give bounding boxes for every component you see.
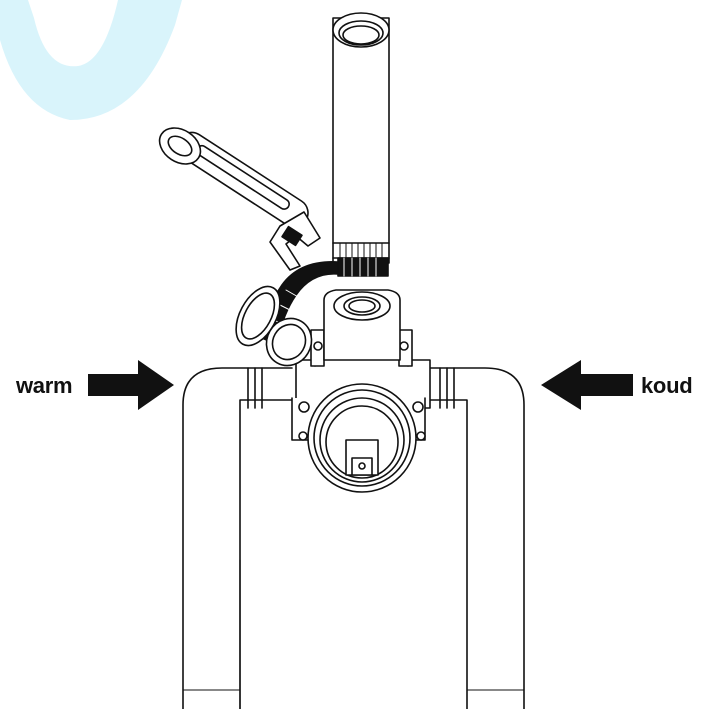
vertical-pipe [332,12,390,264]
watermark-shape [0,0,182,120]
cold-water-label: koud [641,373,693,398]
wrench-icon [158,127,321,271]
arrow-left-icon [541,360,633,410]
valve-body [291,289,431,493]
arrow-right-icon [88,360,174,410]
hot-pipe [182,367,293,710]
hot-water-label: warm [16,373,73,398]
cold-pipe [424,367,525,710]
sealing-ring-icon [235,285,313,367]
